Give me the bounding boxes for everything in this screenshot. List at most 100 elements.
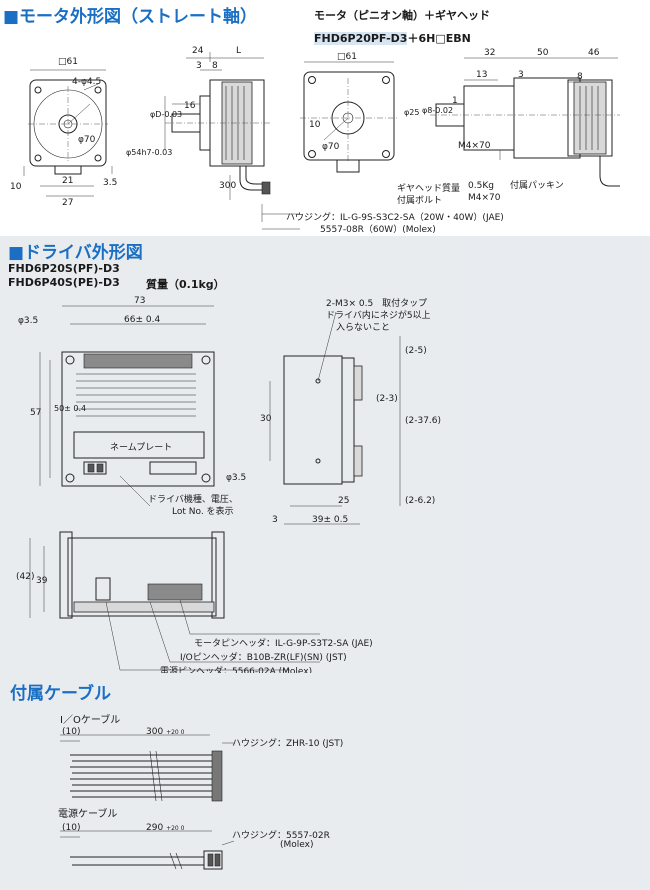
driver-model-2: FHD6P40S(PE)-D3 [8, 276, 120, 289]
io-cable-title: I／Oケーブル [60, 715, 121, 726]
power-length-tolerance: +20 0 [166, 825, 185, 832]
motor-outline-section: ■モータ外形図（ストレート軸） モータ（ピニオン軸）＋ギヤヘッド FHD6P20… [0, 0, 650, 236]
driver-39v-dim: 39 [36, 576, 48, 586]
driver-2-3-dim: (2-3) [376, 394, 398, 404]
driver-39-dim: 39± 0.5 [312, 515, 349, 525]
driver-top-view [39, 305, 215, 507]
power-housing-1: ハウジング：5557-02R [232, 831, 330, 841]
driver-model-1: FHD6P20S(PF)-D3 [8, 262, 120, 275]
driver-mass: 質量（0.1kg） [146, 278, 225, 291]
cable-drawing [60, 734, 235, 870]
driver-note-2: Lot No. を表示 [172, 507, 234, 517]
straight-pilot-dim: φ54h7-0.03 [126, 148, 173, 157]
driver-50-dim: 50± 0.4 [54, 404, 87, 413]
bolt-label: 付属ボルト [397, 196, 443, 206]
driver-tap-note-1: 2-M3× 0.5 取付タップ [326, 299, 428, 309]
io-cable-wires [70, 754, 212, 798]
gearhead-25-dim: φ25 [404, 108, 420, 117]
driver-front-view [29, 531, 320, 671]
gearhead-1-dim: 1 [452, 96, 458, 106]
gearhead-side-view [430, 57, 620, 187]
power-housing-2: (Molex) [280, 840, 314, 850]
driver-2-6-2-dim: (2-6.2) [405, 496, 436, 506]
driver-66-dim: 66± 0.4 [124, 315, 161, 325]
straight-square-dim: □61 [58, 57, 78, 67]
driver-drawing [29, 305, 401, 671]
straight-housing-1: ハウジング：IL-G-9S-S3C2-SA（20W・40W）(JAE) [286, 213, 504, 223]
gearhead-front-view [300, 61, 398, 173]
driver-outline-section: ■ドライバ外形図 FHD6P20S(PF)-D3 FHD6P40S(PE)-D3… [0, 236, 466, 677]
motor-pin-header: モータピンヘッダ：IL-G-9P-S3T2-SA (JAE) [194, 639, 373, 649]
gearhead-square-dim: □61 [337, 52, 357, 62]
io-pin-header: I/Oピンヘッダ：B10B-ZR(LF)(SN) (JST) [180, 653, 347, 663]
driver-hole2-dim: φ3.5 [226, 473, 247, 483]
driver-2-5-dim: (2-5) [405, 346, 427, 356]
gearhead-pcd-dim: φ70 [322, 142, 340, 152]
driver-nameplate: ネームプレート [110, 443, 173, 453]
straight-pcd-dim: φ70 [78, 135, 96, 145]
straight-10-dim: 10 [10, 182, 22, 192]
cable-section: 付属ケーブル I／Oケーブル 電源ケーブル [0, 673, 466, 890]
power-length-dim: 290 +20 0 [146, 823, 184, 833]
gearhead-8-dim: 8 [577, 72, 583, 82]
straight-housing-2: 5557-08R（60W）(Molex) [320, 225, 436, 235]
io-housing: ハウジング：ZHR-10 (JST) [232, 739, 344, 749]
power-cable [60, 830, 235, 870]
io-length-value: 300 [146, 727, 164, 737]
straight-L-dim: L [236, 46, 242, 56]
driver-section-title: ■ドライバ外形図 [8, 243, 143, 263]
gearhead-3-dim: 3 [518, 70, 524, 80]
gearmotor-model: FHD6P20PF-D3＋6H□EBN [314, 30, 471, 46]
gear-mass-label: ギヤヘッド質量 [397, 184, 461, 194]
straight-24-dim: 24 [192, 46, 204, 56]
io-length-tolerance: +20 0 [166, 729, 185, 736]
io-cable [60, 734, 234, 802]
straight-16-dim: 16 [184, 101, 196, 111]
straight-3-5-dim: 3.5 [103, 178, 118, 188]
cable-section-title: 付属ケーブル [10, 684, 111, 704]
motor-side-view [164, 52, 300, 230]
gearhead-10-dim: 10 [309, 120, 321, 130]
gear-mass-value: 0.5Kg [468, 181, 494, 191]
straight-300-dim: 300 [219, 181, 237, 191]
power-10-dim: (10) [62, 823, 81, 833]
gearhead-32-dim: 32 [484, 48, 496, 58]
gearhead-13-dim: 13 [476, 70, 488, 80]
power-cable-title: 電源ケーブル [58, 809, 118, 820]
straight-shaft-dim: φD-0.03 [150, 110, 183, 119]
driver-tap-note-2: ドライバ内にネジが5以上 [326, 311, 431, 321]
driver-3-dim: 3 [272, 515, 278, 525]
gearhead-50-dim: 50 [537, 48, 549, 58]
driver-side-view [269, 311, 401, 525]
io-length-dim: 300 +20 0 [146, 727, 184, 737]
driver-25-dim: 25 [338, 496, 350, 506]
driver-30-dim: 30 [260, 414, 272, 424]
straight-8-dim: 8 [212, 61, 218, 71]
motor-section-subtitle: モータ（ピニオン軸）＋ギヤヘッド [314, 9, 490, 22]
motor-drawing [23, 52, 620, 230]
straight-21-dim: 21 [62, 176, 74, 186]
io-10-dim: (10) [62, 727, 81, 737]
motor-front-view [23, 69, 113, 197]
driver-42-dim: (42) [16, 572, 35, 582]
gearhead-shaft-dim: φ8-0.02 [422, 106, 454, 115]
driver-hole-dim: φ3.5 [18, 316, 39, 326]
gearhead-bolt-dim: M4×70 [458, 141, 491, 151]
power-length-value: 290 [146, 823, 164, 833]
power-pin-header: 電源ピンヘッダ：5566-02A (Molex) [160, 667, 313, 677]
driver-57-dim: 57 [30, 408, 42, 418]
gearmotor-model-code: FHD6P20PF-D3 [314, 32, 408, 45]
gearhead-46-dim: 46 [588, 48, 600, 58]
driver-note-1: ドライバ機種、電圧、 [148, 495, 238, 505]
straight-3-dim: 3 [196, 61, 202, 71]
driver-73-dim: 73 [134, 296, 146, 306]
straight-27-dim: 27 [62, 198, 74, 208]
packing-label: 付属パッキン [510, 181, 564, 191]
driver-2-37-6-dim: (2-37.6) [405, 416, 442, 426]
gearmotor-model-suffix: ＋6H□EBN [407, 32, 471, 45]
driver-tap-note-3: 入らないこと [336, 323, 391, 333]
bolt-value: M4×70 [468, 193, 501, 203]
motor-section-title: ■モータ外形図（ストレート軸） [3, 7, 258, 27]
straight-holes-dim: 4-φ4.5 [72, 77, 102, 87]
